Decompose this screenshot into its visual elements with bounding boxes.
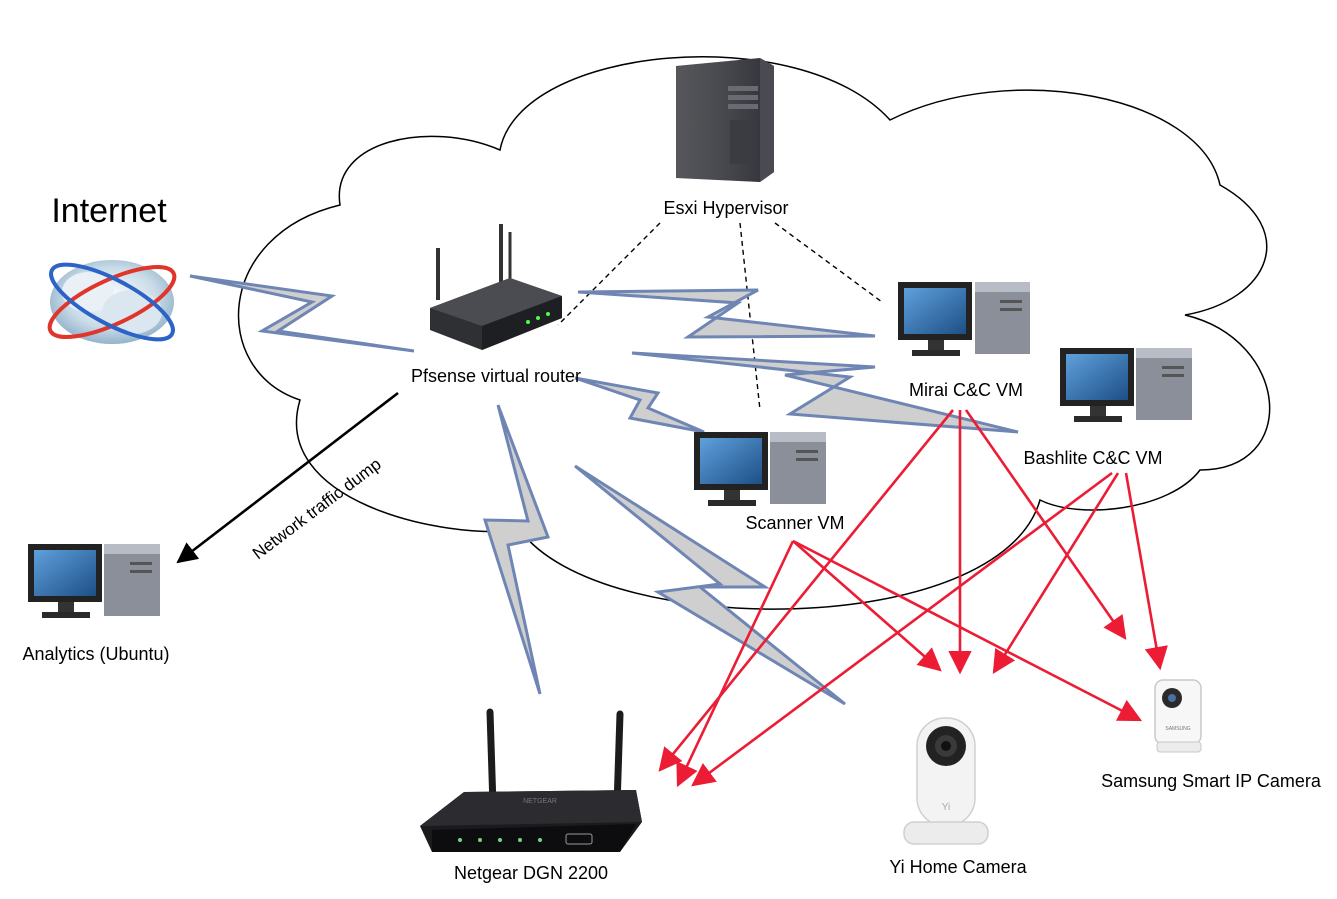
samsung-brand: SAMSUNG xyxy=(1165,726,1190,732)
wireless-links xyxy=(189,274,1019,706)
netgear-label: Netgear DGN 2200 xyxy=(454,863,608,883)
internet-globe-icon xyxy=(47,260,177,344)
arrow-scanner-samsung xyxy=(792,539,1143,722)
mirai-computer-icon xyxy=(898,282,1030,356)
attack-arrows xyxy=(658,409,1168,788)
yi-label: Yi Home Camera xyxy=(889,857,1027,877)
hypervisor-links xyxy=(557,222,883,411)
scanner-label: Scanner VM xyxy=(745,513,844,533)
bashlite-label: Bashlite C&C VM xyxy=(1023,448,1162,468)
wireless-link-router-mirai xyxy=(577,288,876,339)
yi-camera-icon: Yi xyxy=(903,717,989,845)
netgear-router-icon: NETGEAR xyxy=(420,708,642,852)
analytics-label: Analytics (Ubuntu) xyxy=(22,644,169,664)
mirai-label: Mirai C&C VM xyxy=(909,380,1023,400)
server-tower-icon xyxy=(676,58,774,182)
bashlite-computer-icon xyxy=(1060,348,1192,422)
arrow-bashlite-samsung xyxy=(1124,472,1168,671)
arrow-bashlite-yi xyxy=(992,472,1120,674)
pfsense-router-icon xyxy=(430,224,562,350)
arrow-mirai-netgear xyxy=(658,409,955,772)
yi-logo: Yi xyxy=(942,802,951,813)
arrow-scanner-netgear xyxy=(676,540,795,788)
internet-title: Internet xyxy=(51,192,167,230)
wireless-link-router-scanner xyxy=(574,376,705,434)
router-label: Pfsense virtual router xyxy=(411,366,581,386)
wireless-link-internet-router xyxy=(189,274,415,353)
samsung-label: Samsung Smart IP Camera xyxy=(1101,771,1322,791)
wireless-link-router-netgear xyxy=(482,404,551,695)
arrow-bashlite-netgear xyxy=(691,471,1113,787)
netgear-brand: NETGEAR xyxy=(523,798,557,805)
wireless-link-router-bashlite xyxy=(631,351,1019,434)
arrow-scanner-yi xyxy=(792,540,942,672)
hypervisor-label: Esxi Hypervisor xyxy=(663,198,788,218)
traffic-dump-arrow xyxy=(176,391,399,564)
samsung-camera-icon: SAMSUNG xyxy=(1154,679,1202,753)
scanner-computer-icon xyxy=(694,432,826,506)
analytics-computer-icon xyxy=(28,544,160,618)
wireless-link-router-yi xyxy=(574,464,846,706)
